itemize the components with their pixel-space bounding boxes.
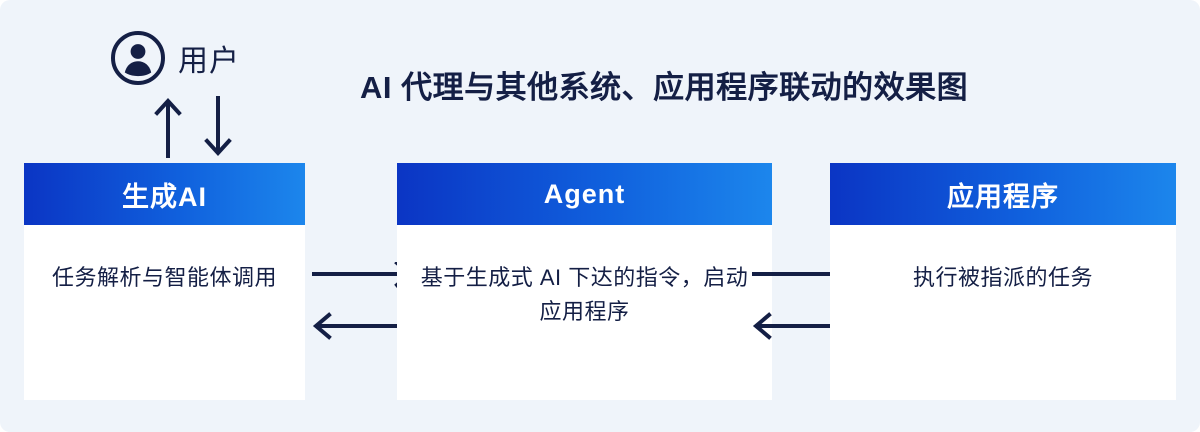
node-body-text: 基于生成式 AI 下达的指令，启动应用程序 [420, 265, 749, 325]
node-body-text: 执行被指派的任务 [912, 265, 1093, 290]
user-label: 用户 [178, 45, 240, 78]
node-body-genai: 任务解析与智能体调用 [24, 225, 305, 400]
node-header-label: Agent [543, 178, 626, 209]
node-header-genai: 生成AI [24, 163, 305, 225]
arrow-up-icon [154, 98, 182, 158]
node-box-genai: 生成AI 任务解析与智能体调用 [24, 163, 305, 400]
node-header-app: 应用程序 [830, 163, 1176, 225]
user-circle-icon [111, 31, 165, 85]
node-header-agent: Agent [397, 163, 772, 225]
user-to-genai-arrows [154, 96, 232, 158]
node-body-text: 任务解析与智能体调用 [51, 265, 277, 290]
node-body-agent: 基于生成式 AI 下达的指令，启动应用程序 [397, 225, 772, 400]
diagram-title: AI 代理与其他系统、应用程序联动的效果图 [360, 70, 969, 105]
node-header-label: 应用程序 [947, 181, 1059, 212]
arrow-right-icon [312, 262, 414, 288]
arrow-down-icon [204, 96, 232, 156]
node-header-label: 生成AI [122, 181, 207, 212]
node-box-agent: Agent 基于生成式 AI 下达的指令，启动应用程序 [397, 163, 772, 400]
node-body-app: 执行被指派的任务 [830, 225, 1176, 400]
user-actor: 用户 [110, 30, 240, 86]
node-box-app: 应用程序 执行被指派的任务 [830, 163, 1176, 400]
